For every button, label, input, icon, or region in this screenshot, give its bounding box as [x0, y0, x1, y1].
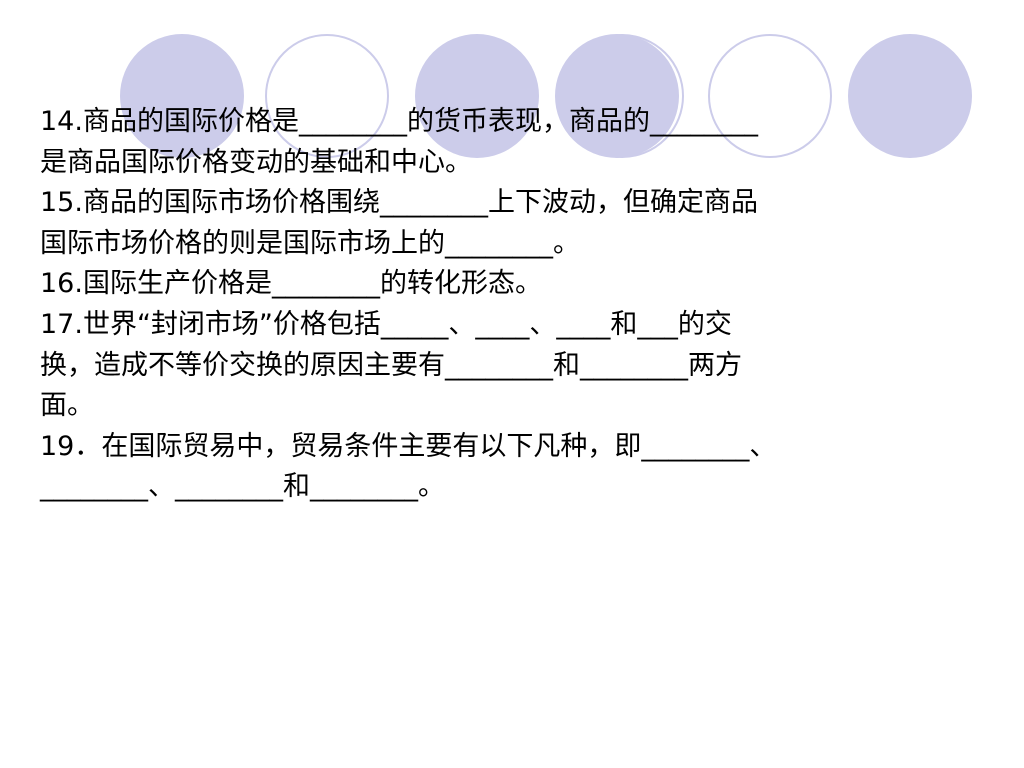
question-line: 14.商品的国际价格是________的货币表现，商品的________ [40, 106, 758, 137]
decorative-circle-filled [848, 34, 972, 158]
question-line: 换，造成不等价交换的原因主要有________和________两方 [40, 349, 742, 381]
question-line: 15.商品的国际市场价格围绕________上下波动，但确定商品 [40, 187, 758, 219]
decorative-circle-filled [120, 34, 244, 158]
decorative-circle-filled [415, 34, 539, 158]
question-14: 14.商品的国际价格是________的货币表现，商品的________ 是商品… [40, 102, 984, 183]
question-17: 17.世界“封闭市场”价格包括_____、____、____和___的交 换，造… [40, 305, 984, 427]
question-19: 19．在国际贸易中，贸易条件主要有以下凡种，即________、 _______… [40, 427, 984, 508]
question-line: ________、________和________。 [40, 471, 445, 503]
question-line: 16.国际生产价格是________的转化形态。 [40, 268, 542, 300]
question-list: 14.商品的国际价格是________的货币表现，商品的________ 是商品… [40, 102, 984, 508]
question-15: 15.商品的国际市场价格围绕________上下波动，但确定商品 国际市场价格的… [40, 183, 984, 264]
question-line: 面。 [40, 390, 94, 422]
question-line: 19．在国际贸易中，贸易条件主要有以下凡种，即________、 [40, 430, 777, 462]
question-line: 是商品国际价格变动的基础和中心。 [40, 146, 472, 178]
question-16: 16.国际生产价格是________的转化形态。 [40, 264, 984, 305]
question-line: 国际市场价格的则是国际市场上的________。 [40, 227, 580, 259]
decorative-circle-filled [555, 34, 679, 158]
decorative-circle-outline [265, 34, 389, 158]
question-line: 17.世界“封闭市场”价格包括_____、____、____和___的交 [40, 308, 732, 340]
decorative-circle-outline [708, 34, 832, 158]
